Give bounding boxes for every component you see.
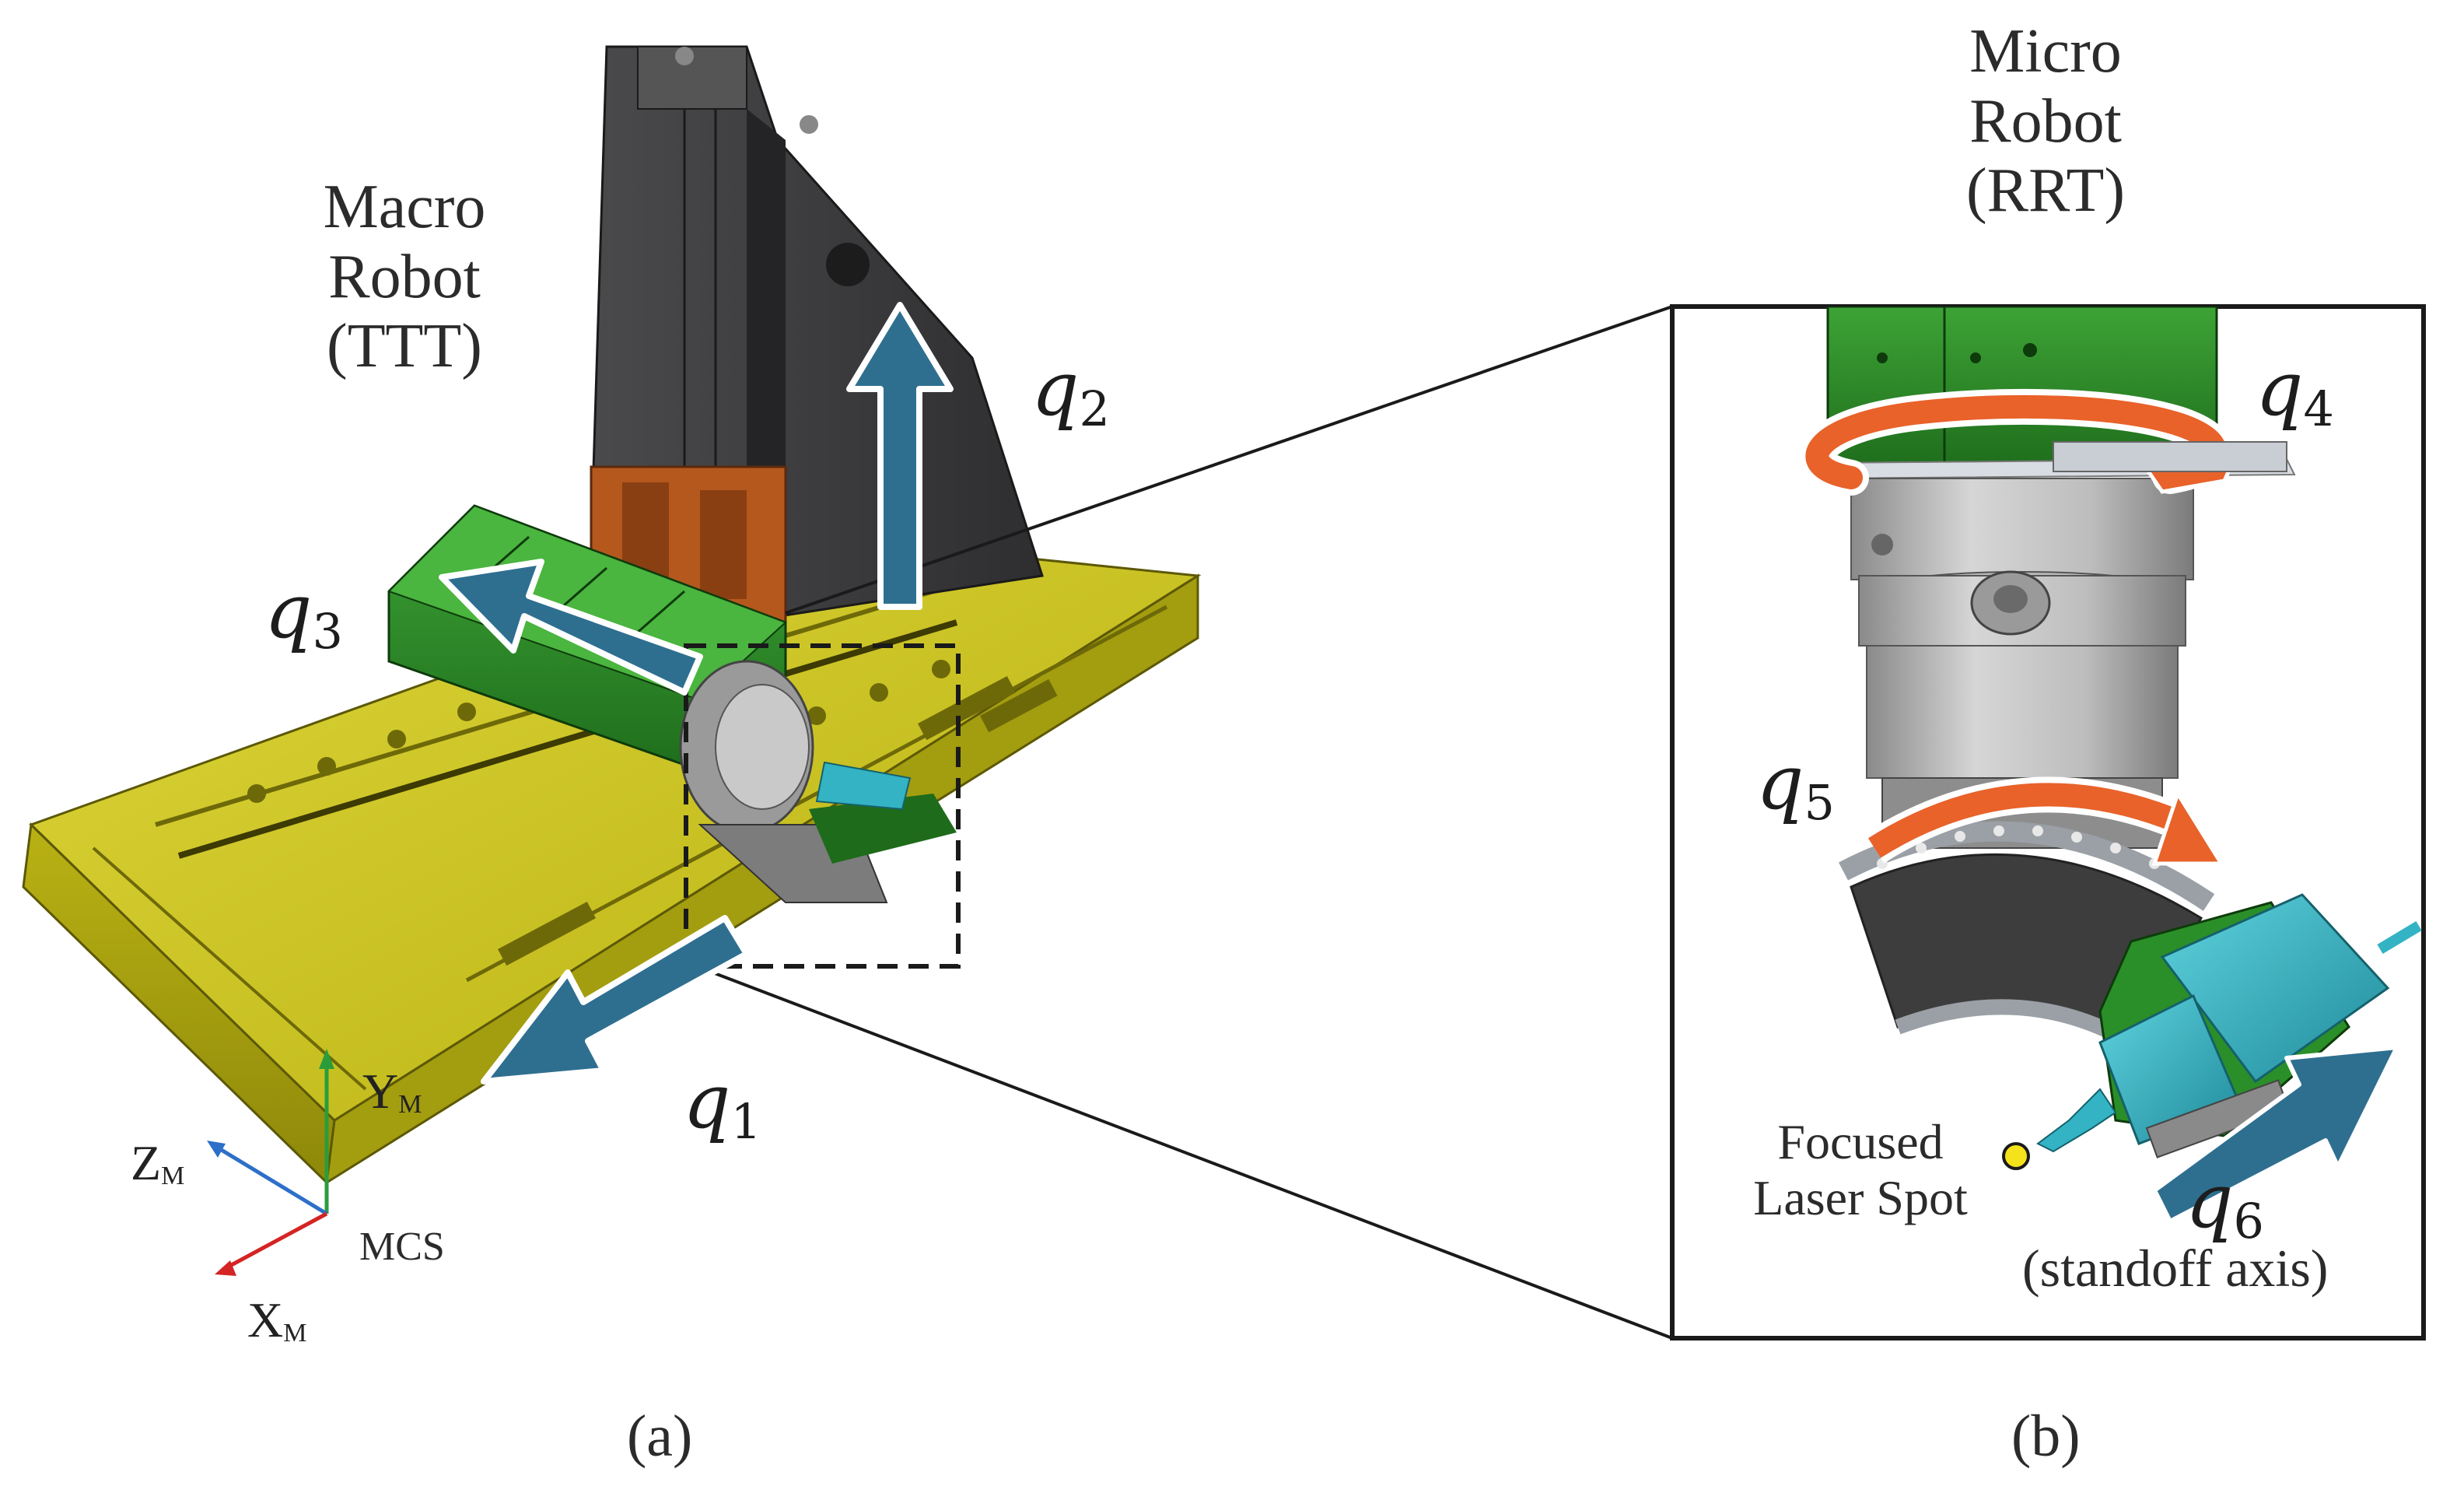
q2-symbol: q — [1031, 345, 1080, 433]
q6-label: q6 — [2186, 1158, 2264, 1249]
standoff-axis-label: (standoff axis) — [2022, 1239, 2329, 1298]
q3-symbol: q — [264, 568, 313, 655]
macro-label-line2: Robot — [328, 242, 481, 311]
x-axis-letter: X — [247, 1292, 284, 1348]
mcs-frame — [207, 1049, 334, 1276]
q5-subscript: 5 — [1804, 774, 1835, 831]
laser-spot-marker — [2002, 1142, 2030, 1170]
q3-arrow — [439, 559, 703, 696]
q1-arrow — [481, 915, 750, 1085]
laser-spot-line2: Laser Spot — [1753, 1169, 1968, 1225]
q1-subscript: 1 — [730, 1093, 761, 1150]
y-axis-letter: Y — [362, 1064, 399, 1119]
x-axis-subscript: M — [283, 1319, 307, 1348]
q3-subscript: 3 — [312, 603, 343, 660]
panel-a-caption: (a) — [627, 1404, 693, 1469]
zoom-line-bottom — [691, 963, 1673, 1340]
macro-label-line3: (TTT) — [327, 312, 482, 381]
q1-label: q1 — [683, 1058, 761, 1150]
q4-symbol: q — [2256, 345, 2304, 433]
q4-arrow — [1799, 388, 2287, 496]
q3-label: q3 — [264, 568, 343, 660]
y-axis-label: YM — [362, 1063, 422, 1120]
laser-spot-label: Focused Laser Spot — [1728, 1114, 1993, 1225]
q6-symbol: q — [2186, 1158, 2234, 1245]
micro-label-line1: Micro — [1969, 17, 2122, 86]
q2-arrow — [846, 302, 954, 610]
q2-subscript: 2 — [1079, 380, 1110, 437]
z-axis-letter: Z — [131, 1135, 162, 1190]
q2-label: q2 — [1031, 345, 1110, 437]
q4-subscript: 4 — [2303, 380, 2334, 437]
q4-label: q4 — [2256, 345, 2334, 437]
laser-spot-line1: Focused — [1777, 1114, 1944, 1169]
macro-label-line1: Macro — [323, 173, 486, 241]
z-axis-subscript: M — [161, 1162, 185, 1190]
x-axis-label: XM — [247, 1291, 306, 1349]
macro-robot-label: Macro Robot (TTT) — [288, 173, 521, 382]
micro-label-line2: Robot — [1969, 86, 2122, 156]
z-axis-label: ZM — [131, 1134, 184, 1192]
q6-arrow — [2152, 1045, 2399, 1224]
micro-robot-label: Micro Robot (RRT) — [1913, 17, 2178, 226]
y-axis-subscript: M — [398, 1090, 422, 1119]
micro-label-line3: (RRT) — [1965, 156, 2126, 226]
zoom-region-box — [684, 643, 961, 969]
mcs-label: MCS — [359, 1225, 445, 1269]
q6-subscript: 6 — [2233, 1193, 2264, 1249]
q5-symbol: q — [1756, 739, 1804, 826]
q1-symbol: q — [683, 1058, 731, 1145]
q5-arrow — [1864, 776, 2225, 866]
panel-b-caption: (b) — [2011, 1404, 2081, 1469]
zoom-line-top — [785, 305, 1673, 615]
q5-label: q5 — [1756, 739, 1835, 831]
